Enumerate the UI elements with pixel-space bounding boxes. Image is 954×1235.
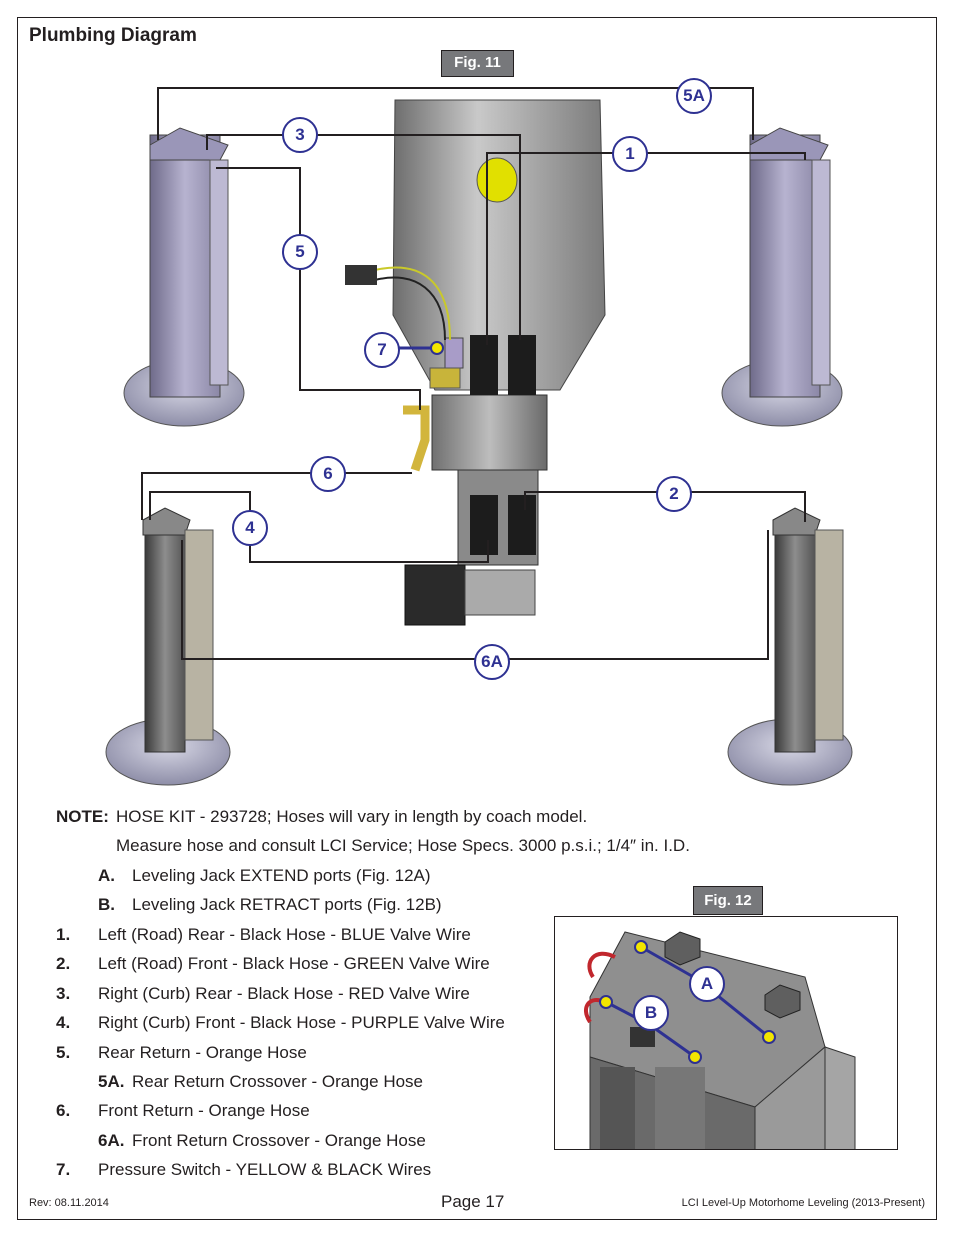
note-label: NOTE: [56,807,109,826]
fig12-frame: A B [554,916,898,1150]
legend-item-number: 6A. [98,1131,125,1150]
legend-item-number: 7. [56,1160,71,1179]
callout-3: 3 [282,117,318,153]
jack-left-front [727,507,853,786]
legend-item-number: 3. [56,984,71,1003]
callout-5: 5 [282,234,318,270]
pressure-switch-marker [430,341,444,355]
legend-item-text: Left (Road) Rear - Black Hose - BLUE Val… [98,925,471,944]
legend-item-number: 4. [56,1013,71,1032]
callout-1: 1 [612,136,648,172]
callout-7: 7 [364,332,400,368]
legend-item-text: Pressure Switch - YELLOW & BLACK Wires [98,1160,432,1179]
footer-revision: Rev: 08.11.2014 [29,1197,109,1209]
page-border [17,17,937,1220]
legend-item-number: 1. [56,925,71,944]
footer-document-title: LCI Level-Up Motorhome Leveling (2013-Pr… [681,1197,925,1209]
page-title: Plumbing Diagram [29,25,197,46]
note-line-2: Measure hose and consult LCI Service; Ho… [116,836,690,855]
legend-item-text: Leveling Jack EXTEND ports (Fig. 12A) [132,866,431,885]
legend-item-number: B. [98,895,115,914]
note-line-1: HOSE KIT - 293728; Hoses will vary in le… [116,807,588,826]
legend-item-number: 2. [56,954,71,973]
callout-b: B [633,995,669,1031]
legend-item-text: Rear Return - Orange Hose [98,1043,307,1062]
hose-3 [206,134,521,340]
legend-item-text: Rear Return Crossover - Orange Hose [132,1072,424,1091]
callout-5a: 5A [676,78,712,114]
callout-6: 6 [310,456,346,492]
fig11-label: Fig. 11 [441,50,514,77]
hose-5 [216,167,421,410]
legend-item-number: A. [98,866,115,885]
footer-page-number: Page 17 [441,1192,505,1211]
fig12-illustration [584,931,856,1149]
jack-right-rear [123,127,245,427]
legend-item-text: Leveling Jack RETRACT ports (Fig. 12B) [132,895,442,914]
legend-item-number: 6. [56,1101,71,1120]
jack-left-rear [721,127,843,427]
jack-right-front [105,507,231,786]
legend-item-text: Right (Curb) Rear - Black Hose - RED Val… [98,984,470,1003]
legend-item-number: 5A. [98,1072,125,1091]
hose-5a [157,87,754,140]
callout-a: A [689,966,725,1002]
legend-item-text: Front Return - Orange Hose [98,1101,310,1120]
callout-4: 4 [232,510,268,546]
callout-6a: 6A [474,644,510,680]
hydraulic-pump-unit [345,99,606,626]
hose-6 [141,472,412,520]
callout-2: 2 [656,476,692,512]
legend-item-text: Left (Road) Front - Black Hose - GREEN V… [98,954,490,973]
legend-item-number: 5. [56,1043,71,1062]
legend-item-text: Right (Curb) Front - Black Hose - PURPLE… [98,1013,505,1032]
legend-item-text: Front Return Crossover - Orange Hose [132,1131,426,1150]
fig12-label: Fig. 12 [693,886,763,915]
